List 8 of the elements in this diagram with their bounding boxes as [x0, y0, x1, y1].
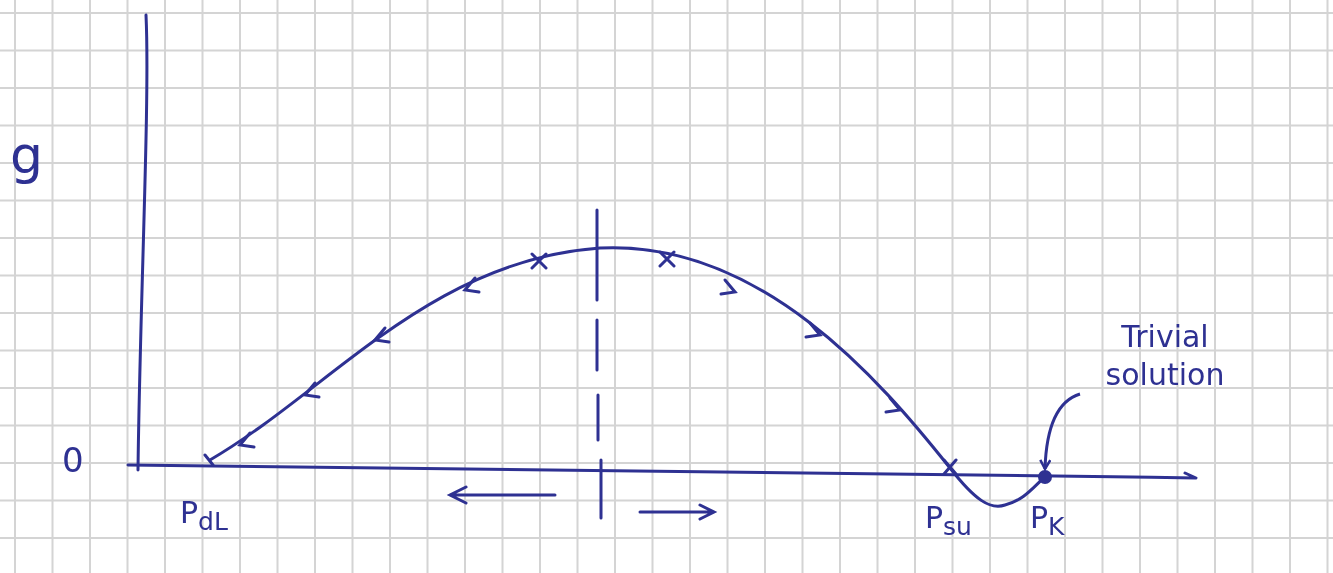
annotation-text: Trivial solution — [1075, 318, 1255, 394]
leader-line — [1039, 392, 1081, 471]
axis-label: g — [10, 125, 43, 185]
axis-tick-label: 0 — [62, 440, 84, 480]
point-label: P$_{dL}$ — [180, 495, 228, 536]
point-marker — [1037, 469, 1053, 485]
point-label: P$_{K}$ — [1030, 500, 1065, 541]
point-label: P$_{su}$ — [925, 500, 972, 541]
